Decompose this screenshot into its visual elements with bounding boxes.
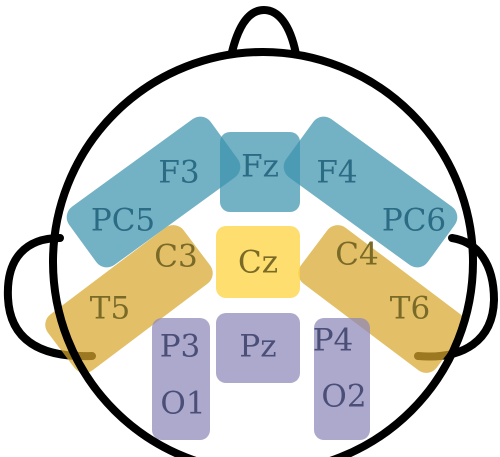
label-f4: F4 (316, 155, 357, 191)
nose-outline (232, 10, 296, 54)
label-cz: Cz (238, 245, 278, 281)
label-t6: T6 (390, 291, 430, 327)
label-p3: P3 (160, 329, 201, 365)
label-t5: T5 (90, 291, 130, 327)
label-p4: P4 (313, 323, 354, 359)
label-c3: C3 (154, 239, 197, 275)
label-o1: O1 (160, 386, 205, 422)
label-fz: Fz (241, 149, 279, 185)
label-c4: C4 (335, 237, 378, 273)
label-pz: Pz (239, 329, 276, 365)
label-pc5: PC5 (91, 203, 155, 239)
label-o2: O2 (321, 379, 366, 415)
label-pc6: PC6 (382, 203, 446, 239)
label-f3: F3 (158, 155, 199, 191)
